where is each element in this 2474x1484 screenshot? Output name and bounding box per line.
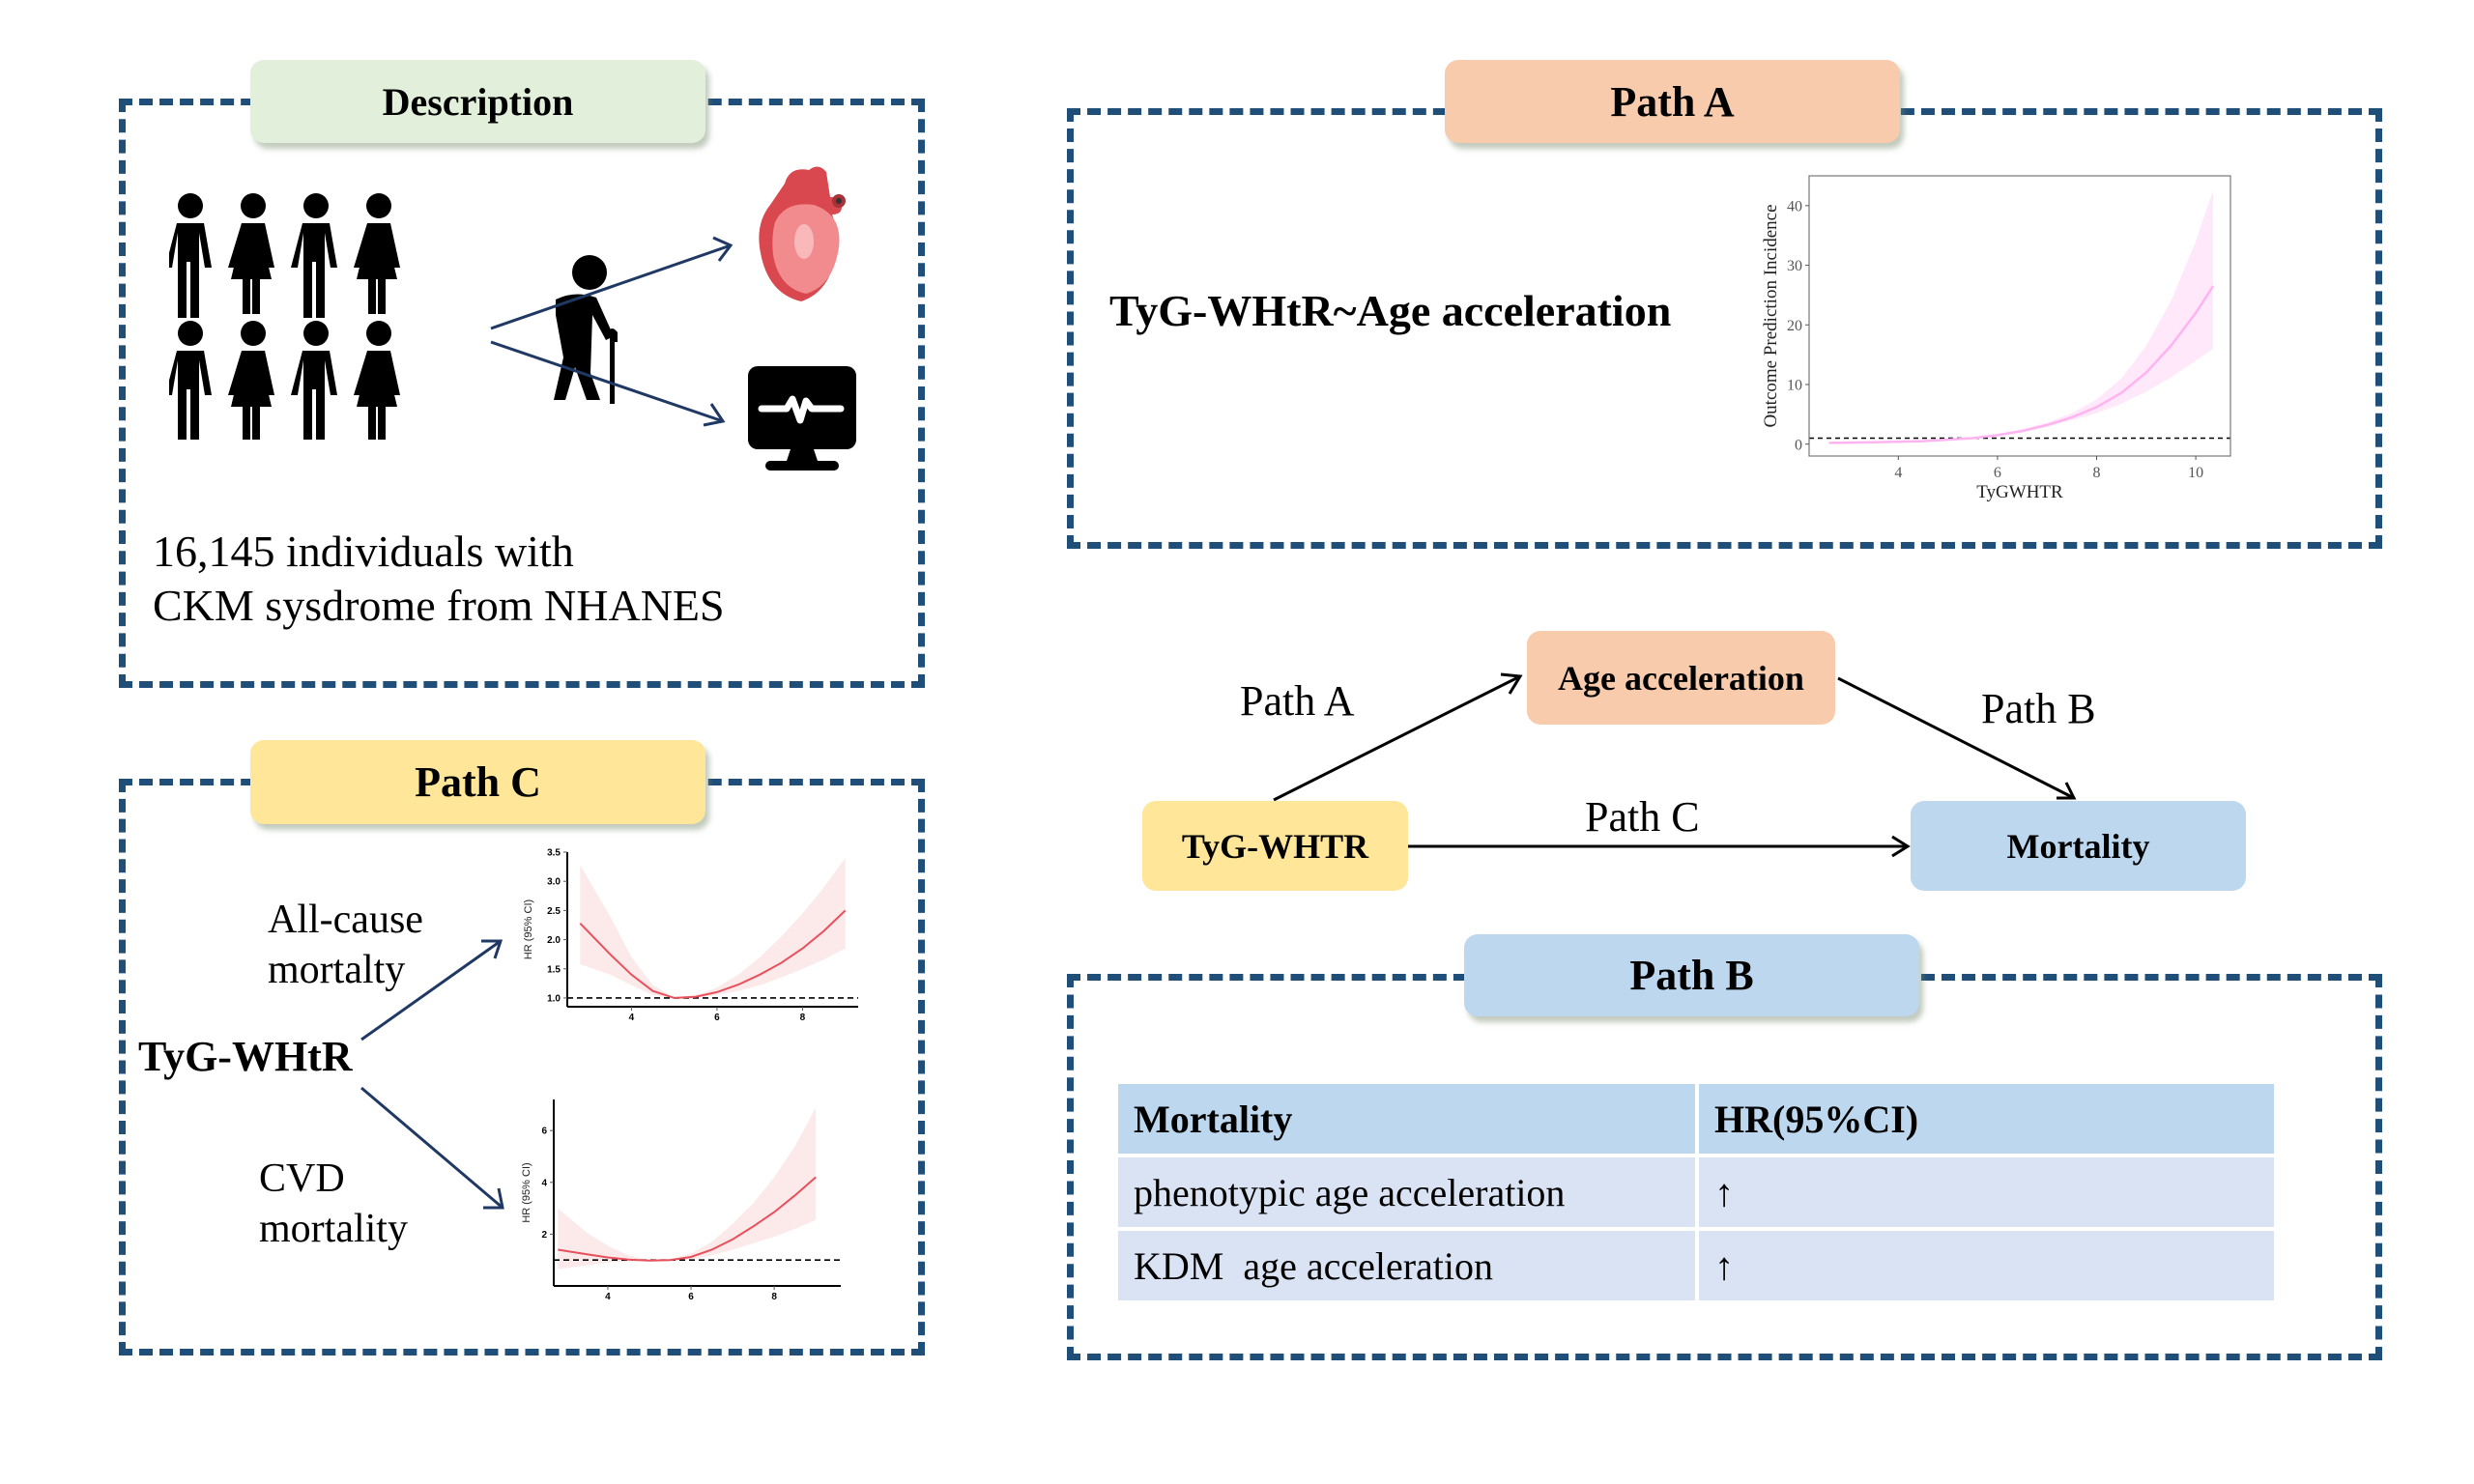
arrow-to-cvd-head (483, 1187, 504, 1210)
confidence-band (1828, 190, 2213, 443)
y-tick-label: 0 (1795, 437, 1802, 453)
description-text-line2: CKM sysdrome from NHANES (153, 581, 725, 630)
path-c-tab: Path C (250, 740, 705, 824)
mediator-node-label: Age acceleration (1558, 658, 1804, 698)
y-tick-label: 1.0 (547, 993, 561, 1004)
y-tick-label: 4 (541, 1178, 547, 1188)
table-cell-arrow-up: ↑ (1699, 1157, 2274, 1227)
y-tick-label: 20 (1787, 318, 1802, 334)
path-c-exposure: TyG-WHtR (138, 1033, 353, 1080)
arrow-to-allcause-head (481, 939, 503, 959)
path-c-outcome1-line2: mortalty (268, 948, 406, 992)
y-axis-label: HR (95% CI) (523, 899, 534, 959)
x-tick-label: 4 (1894, 465, 1902, 481)
estimate-curve (558, 1176, 817, 1262)
path-c-outcome1-line1: All-cause (268, 898, 423, 942)
confidence-band (558, 1107, 817, 1270)
y-axis-label: HR (95% CI) (521, 1162, 532, 1222)
table-header-row: Mortality HR(95%CI) (1118, 1084, 2274, 1154)
arrow-to-monitor (490, 340, 724, 423)
heart-monitor-icon (748, 366, 856, 471)
arrow-to-heart (490, 243, 732, 330)
path-b-tab-label: Path B (1629, 952, 1754, 999)
outcome-node: Mortality (1911, 801, 2246, 891)
path-c-tab-label: Path C (415, 758, 541, 806)
path-a-tab-label: Path A (1610, 77, 1735, 126)
estimate-curve (579, 909, 847, 999)
table-cell: phenotypic age acceleration (1118, 1157, 1695, 1227)
arrow-to-cvd (360, 1086, 503, 1210)
table-cell-arrow-up: ↑ (1699, 1231, 2274, 1300)
x-tick-label: 6 (714, 1013, 720, 1023)
y-tick-label: 2 (541, 1230, 547, 1241)
x-tick-label: 4 (605, 1292, 611, 1302)
x-tick-label: 4 (629, 1013, 635, 1023)
heart-icon (759, 166, 846, 301)
x-tick-label: 6 (1994, 465, 2001, 481)
path-a-label: Path A (1240, 677, 1355, 725)
y-tick-label: 40 (1787, 198, 1802, 214)
y-tick-label: 6 (541, 1127, 547, 1137)
description-tab-label: Description (382, 79, 574, 124)
path-c-arrowhead (1891, 835, 1911, 858)
x-tick-label: 8 (2093, 465, 2101, 481)
table-header-cell: Mortality (1118, 1084, 1695, 1154)
path-b-arrow (1837, 676, 2075, 800)
arrow-to-monitor-head (703, 403, 726, 427)
y-tick-label: 3.0 (547, 877, 561, 888)
elderly-person-with-cane-icon (554, 255, 618, 404)
x-tick-label: 8 (800, 1013, 806, 1023)
confidence-band (580, 858, 846, 999)
path-c-arrows (360, 939, 504, 1210)
y-tick-label: 2.5 (547, 906, 561, 917)
path-a-arrowhead (1500, 672, 1523, 695)
path-b-tab: Path B (1464, 934, 1919, 1016)
description-arrows (490, 236, 734, 427)
table-header-cell: HR(95%CI) (1699, 1084, 2274, 1154)
x-tick-label: 10 (2188, 465, 2203, 481)
path-a-heading: TyG-WHtR~Age acceleration (1109, 286, 1672, 335)
y-tick-label: 1.5 (547, 964, 561, 975)
outcome-node-label: Mortality (2006, 826, 2150, 866)
mediator-node: Age acceleration (1527, 631, 1835, 725)
y-tick-label: 2.0 (547, 935, 561, 946)
plot-frame (1808, 175, 2231, 457)
table-row: KDM age acceleration ↑ (1118, 1231, 2274, 1300)
y-tick-label: 30 (1787, 258, 1802, 274)
path-a-chart: 4 6 8 10 0 10 20 30 40 Outcome Prediction Inciden… (1761, 175, 2231, 502)
path-c-cvd-chart: 4 6 8 2 4 6 HR (95% CI) (521, 1099, 841, 1302)
path-b-arrowhead (2057, 782, 2077, 800)
arrow-to-heart-head (712, 236, 734, 262)
path-c-outcome2-line1: CVD (259, 1156, 345, 1201)
arrow-to-allcause (360, 939, 502, 1042)
table-cell: KDM age acceleration (1118, 1231, 1695, 1300)
people-group-icon (169, 193, 400, 440)
path-c-allcause-chart: 4 6 8 1.0 1.5 2.0 2.5 3.0 3.5 HR (95% CI) (523, 848, 858, 1023)
path-a-tab: Path A (1445, 60, 1900, 143)
exposure-node-label: TyG-WHTR (1181, 826, 1369, 866)
description-text-line1: 16,145 individuals with (153, 527, 574, 576)
exposure-node: TyG-WHTR (1142, 801, 1408, 891)
y-axis-label: Outcome Prediction Incidence (1761, 204, 1781, 427)
description-tab: Description (250, 60, 705, 143)
mediation-arrows (1273, 672, 2077, 858)
estimate-curve (1828, 285, 2215, 444)
x-tick-label: 6 (688, 1292, 694, 1302)
path-c-label: Path C (1585, 793, 1700, 841)
y-tick-label: 3.5 (547, 848, 561, 859)
y-tick-label: 10 (1787, 378, 1802, 394)
table-row: phenotypic age acceleration ↑ (1118, 1157, 2274, 1227)
x-tick-label: 8 (771, 1292, 777, 1302)
path-a-arrow (1273, 674, 1521, 802)
path-b-label: Path B (1981, 685, 2096, 732)
x-axis-label: TyGWHTR (1976, 482, 2063, 502)
path-c-outcome2-line2: mortality (259, 1207, 408, 1251)
path-b-table: Mortality HR(95%CI) phenotypic age accel… (1114, 1080, 2278, 1304)
